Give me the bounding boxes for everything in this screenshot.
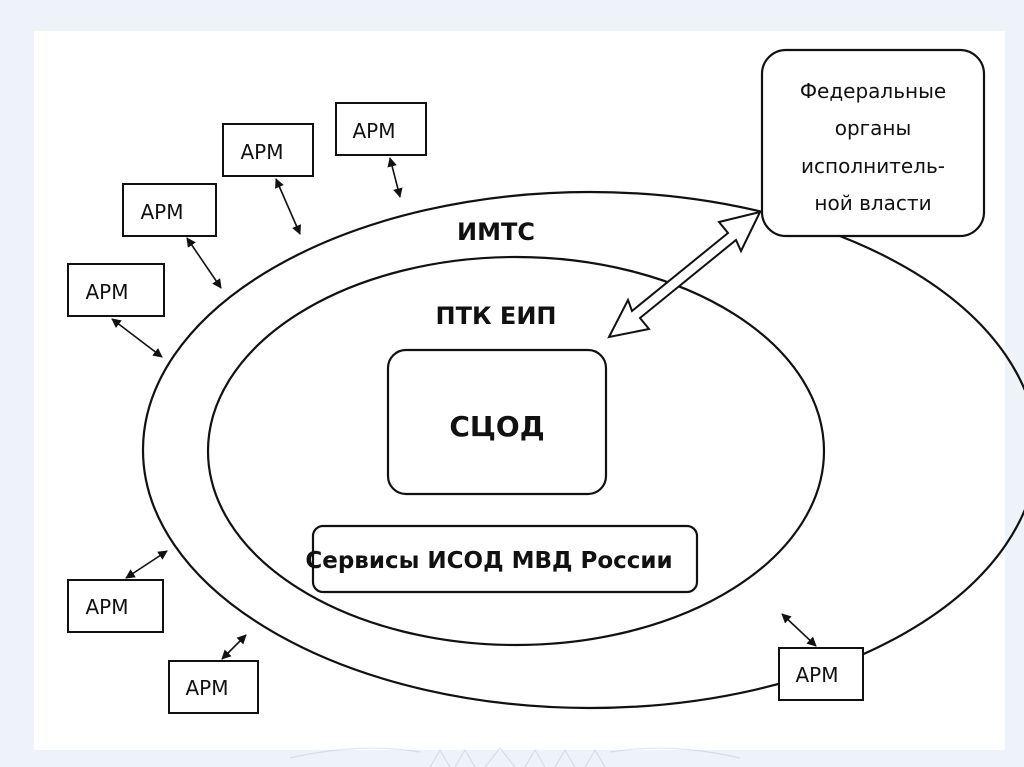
link-arrow — [221, 634, 247, 660]
workstation-box: АРМ — [222, 123, 314, 177]
workstation-box: АРМ — [778, 647, 864, 701]
link-arrow — [275, 178, 301, 235]
workstation-box: АРМ — [335, 102, 427, 156]
federal-line-4: ной власти — [814, 191, 931, 215]
services-box: Сервисы ИСОД МВД России — [305, 524, 699, 594]
ptk-eip-label: ПТК ЕИП — [436, 302, 557, 330]
workstation-box: АРМ — [122, 183, 217, 237]
federal-double-arrow — [607, 210, 762, 339]
svg-text:АРМ: АРМ — [141, 200, 184, 224]
federal-agencies-box: Федеральные органы исполнитель- ной влас… — [760, 48, 986, 238]
imts-ring — [142, 190, 1024, 710]
services-label: Сервисы ИСОД МВД России — [305, 548, 672, 574]
workstation-box: АРМ — [168, 660, 259, 714]
workstation-box: АРМ — [67, 263, 165, 317]
svg-text:АРМ: АРМ — [86, 595, 129, 619]
link-arrow — [387, 157, 403, 198]
link-arrow — [186, 237, 222, 289]
svg-text:АРМ: АРМ — [86, 280, 129, 304]
link-arrow — [781, 613, 817, 647]
ptk-eip-ring — [206, 255, 826, 647]
workstation-box: АРМ — [67, 579, 164, 633]
scod-label: СЦОД — [449, 410, 544, 443]
federal-line-2: органы — [835, 116, 912, 140]
federal-line-3: исполнитель- — [801, 154, 945, 178]
scod-box: СЦОД — [386, 348, 608, 496]
watermark-emblem — [289, 747, 741, 767]
federal-line-1: Федеральные — [800, 79, 946, 103]
link-arrow — [125, 550, 168, 579]
imts-label: ИМТС — [457, 218, 535, 246]
link-arrow — [111, 318, 163, 358]
svg-text:АРМ: АРМ — [186, 676, 229, 700]
svg-text:АРМ: АРМ — [353, 119, 396, 143]
svg-text:АРМ: АРМ — [241, 140, 284, 164]
svg-text:АРМ: АРМ — [796, 663, 839, 687]
